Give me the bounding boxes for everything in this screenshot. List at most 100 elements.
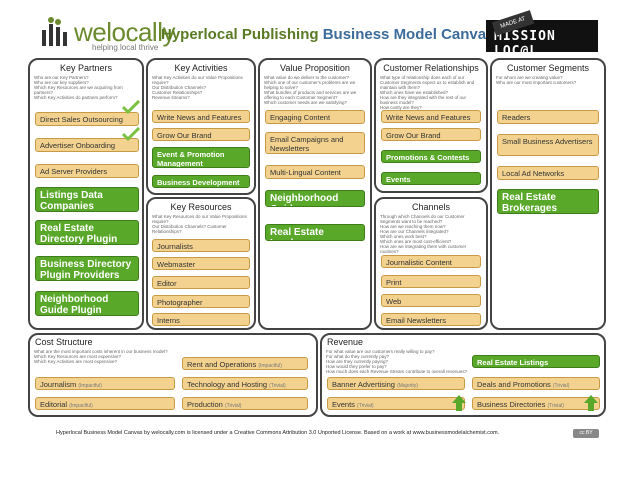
segment-card: Real Estate Brokerages: [497, 189, 599, 214]
up-arrow-icon: [584, 395, 598, 411]
relationship-card: Grow Our Brand: [381, 128, 481, 141]
revenue-desc: For what value are our customers really …: [326, 349, 468, 374]
activity-card: Event & Promotion Management: [152, 147, 250, 168]
value-card: Email Campaigns and Newsletters: [265, 132, 365, 154]
relationship-card: Promotions & Contests: [381, 150, 481, 163]
relationship-card: Write News and Features: [381, 110, 481, 123]
cost-structure-panel: Cost Structure What are the most importa…: [28, 333, 318, 417]
cost-card: Rent and Operations (Impactful): [182, 357, 308, 370]
activity-card: Grow Our Brand: [152, 128, 250, 141]
channel-card: Print: [381, 275, 481, 288]
revenue-label: Banner Advertising: [332, 380, 395, 389]
license-footer: Hyperlocal Business Model Canvas by welo…: [56, 430, 500, 436]
segment-card: Local Ad Networks: [497, 166, 599, 180]
customer-segments-panel: Customer Segments For whom are we creati…: [490, 58, 606, 330]
cost-card: Technology and Hosting (Trivial): [182, 377, 308, 390]
cost-note: (Trivial): [224, 403, 242, 409]
key-activities-desc: What Key Activities do our Value Proposi…: [152, 75, 243, 100]
header: welocally helping local thrive Hyperloca…: [0, 0, 638, 59]
key-partners-desc: Who are our Key Partners? Who are our ke…: [34, 75, 123, 100]
value-card: Neighborhood Guide: [265, 190, 365, 207]
partner-card: Business Directory Plugin Providers: [35, 256, 139, 281]
revenue-panel: Revenue For what value are our customers…: [320, 333, 606, 417]
revenue-note: (Trivial): [552, 383, 570, 389]
channels-desc: Through which Channels do our Customer S…: [380, 214, 467, 254]
partner-card: Advertiser Onboarding: [35, 138, 139, 152]
page-title: Hyperlocal Publishing Business Model Can…: [161, 26, 494, 43]
cost-label: Production: [187, 400, 223, 409]
revenue-label: Business Directories: [477, 400, 546, 409]
partner-card: Neighborhood Guide Plugin Providers: [35, 291, 139, 316]
revenue-card: Events (Trivial): [327, 397, 465, 410]
cost-card: Journalism (Impactful): [35, 377, 175, 390]
cost-card: Editorial (Impactful): [35, 397, 175, 410]
revenue-title: Revenue: [327, 337, 364, 347]
key-activities-panel: Key Activities What Key Activities do ou…: [146, 58, 256, 195]
cost-note: (Impactful): [69, 403, 93, 409]
checkmark-icon: [122, 127, 140, 141]
cost-label: Technology and Hosting: [187, 380, 268, 389]
revenue-note: (Trivial): [357, 403, 374, 409]
logo-text: welocally: [74, 17, 176, 47]
cost-note: (Trivial): [269, 383, 286, 389]
cost-structure-title: Cost Structure: [35, 337, 93, 347]
revenue-card: Real Estate Listings: [472, 355, 600, 368]
revenue-card: Business Directories (Trivial): [472, 397, 600, 410]
customer-relationships-title: Customer Relationships: [383, 63, 479, 73]
relationship-card: Events: [381, 172, 481, 185]
revenue-note: (Majority): [397, 383, 418, 389]
channel-card: Journalistic Content: [381, 255, 481, 268]
cost-note: (Impactful): [258, 363, 282, 369]
logo-tagline: helping local thrive: [92, 43, 159, 52]
cost-note: (Impactful): [78, 383, 102, 389]
revenue-card: Deals and Promotions (Trivial): [472, 377, 600, 390]
resource-card: Editor: [152, 276, 250, 289]
revenue-label: Real Estate Listings: [477, 358, 549, 367]
key-partners-title: Key Partners: [59, 63, 113, 73]
partner-card: Real Estate Directory Plugin Providers: [35, 220, 139, 245]
checkmark-icon: [122, 100, 140, 114]
channel-card: Web: [381, 294, 481, 307]
channel-card: Email Newsletters: [381, 313, 481, 326]
resource-card: Photographer: [152, 295, 250, 308]
welocally-logo-icon: [42, 17, 67, 46]
cost-label: Rent and Operations: [187, 360, 257, 369]
customer-segments-desc: For whom are we creating value? Who are …: [496, 75, 577, 85]
resource-card: Webmaster: [152, 257, 250, 270]
cost-card: Production (Trivial): [182, 397, 308, 410]
revenue-note: (Trivial): [547, 403, 564, 409]
key-activities-title: Key Activities: [174, 63, 228, 73]
key-resources-desc: What Key Resources do our Value Proposit…: [152, 214, 247, 234]
revenue-label: Deals and Promotions: [477, 380, 551, 389]
activity-card: Business Development: [152, 175, 250, 188]
value-proposition-panel: Value Proposition What value do we deliv…: [258, 58, 372, 330]
title-part-b: Business Model Canvas: [322, 26, 495, 43]
key-partners-panel: Key Partners Who are our Key Partners? W…: [28, 58, 144, 330]
resource-card: Interns: [152, 313, 250, 326]
title-part-a: Hyperlocal Publishing: [161, 26, 319, 43]
revenue-label: Events: [332, 400, 355, 409]
value-card: Real Estate Leadgen: [265, 224, 365, 241]
value-card: Engaging Content: [265, 110, 365, 124]
segment-card: Readers: [497, 110, 599, 124]
channels-panel: Channels Through which Channels do our C…: [374, 197, 488, 330]
customer-relationships-panel: Customer Relationships What type of rela…: [374, 58, 488, 193]
key-resources-title: Key Resources: [170, 202, 232, 212]
channels-title: Channels: [411, 202, 451, 212]
customer-relationships-desc: What type of relationship does each of o…: [380, 75, 475, 110]
value-card: Multi-Lingual Content: [265, 165, 365, 179]
activity-card: Write News and Features: [152, 110, 250, 123]
value-proposition-desc: What value do we deliver to the customer…: [264, 75, 357, 105]
up-arrow-icon: [452, 395, 466, 411]
value-proposition-title: Value Proposition: [280, 63, 350, 73]
key-resources-panel: Key Resources What Key Resources do our …: [146, 197, 256, 330]
cost-label: Journalism: [40, 380, 77, 389]
cost-label: Editorial: [40, 400, 68, 409]
resource-card: Journalists: [152, 239, 250, 252]
creative-commons-badge[interactable]: cc BY: [573, 429, 599, 438]
customer-segments-title: Customer Segments: [506, 63, 590, 73]
revenue-card: Banner Advertising (Majority): [327, 377, 465, 390]
partner-card: Listings Data Companies: [35, 187, 139, 212]
cost-structure-desc: What are the most important costs inhere…: [34, 349, 168, 364]
partner-card: Ad Server Providers: [35, 164, 139, 178]
